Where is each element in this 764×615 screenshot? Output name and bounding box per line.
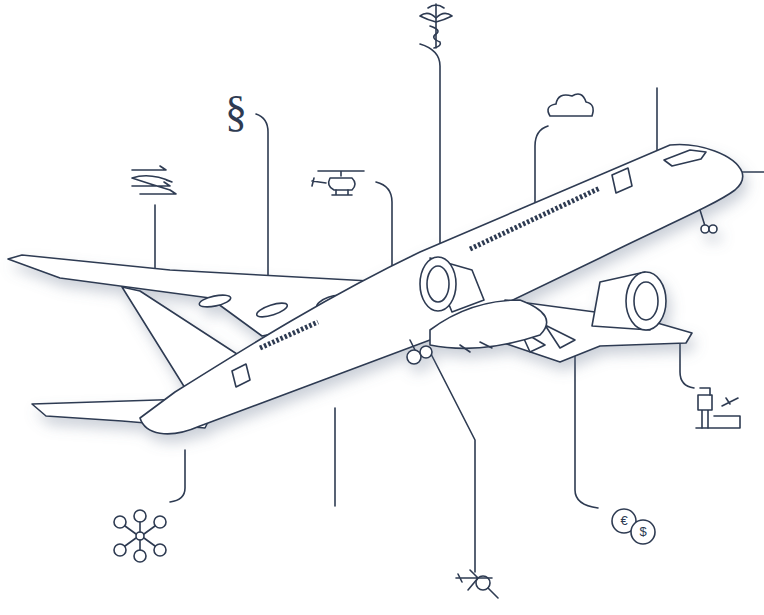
- line-art: [420, 44, 440, 248]
- line-art: [548, 94, 593, 116]
- line-art: [656, 88, 658, 152]
- line-art: [545, 325, 575, 348]
- line-art: [430, 26, 440, 48]
- line-art: [198, 293, 231, 309]
- line-art: [134, 550, 146, 562]
- currency-symbol: $: [631, 523, 655, 541]
- line-art: [312, 178, 352, 195]
- cloud-icon: [548, 94, 593, 116]
- line-art: [430, 300, 547, 348]
- line-art: [134, 510, 146, 522]
- line-art: [334, 408, 336, 506]
- line-art: [407, 350, 421, 364]
- line-art: [430, 352, 475, 572]
- line-art: [255, 300, 289, 319]
- line-art: [456, 570, 492, 590]
- line-art: [140, 145, 743, 434]
- line-art: [125, 522, 155, 550]
- line-art: [154, 205, 156, 272]
- drone-icon: [114, 510, 166, 562]
- line-art: [612, 168, 632, 193]
- section-symbol: §: [216, 88, 256, 136]
- line-art: [376, 182, 392, 272]
- caduceus-icon: [420, 4, 452, 48]
- line-art: [626, 272, 666, 330]
- line-art: [696, 416, 740, 428]
- line-art: [535, 126, 548, 202]
- wind-icon: [132, 166, 176, 194]
- line-art: [232, 364, 250, 387]
- line-art: [460, 342, 492, 352]
- line-art: [709, 225, 717, 233]
- line-art: [114, 544, 126, 556]
- line-art: [700, 388, 710, 395]
- line-art: [722, 398, 738, 406]
- line-art: [427, 266, 449, 302]
- airplane-drawing: [8, 145, 743, 434]
- line-art: [575, 346, 598, 508]
- line-art: [420, 257, 456, 311]
- line-art: [700, 210, 705, 226]
- aircraft-inspection-icon: [456, 570, 498, 598]
- line-art: [256, 114, 268, 276]
- line-art: [114, 516, 126, 528]
- currency-symbol: €: [612, 512, 636, 530]
- line-art: [154, 516, 166, 528]
- line-art: [329, 178, 355, 190]
- line-art: [742, 171, 764, 173]
- currency-coins-icon: [612, 509, 655, 544]
- line-art: [8, 4, 764, 598]
- line-art: [136, 532, 144, 540]
- line-art: [420, 13, 452, 22]
- line-art: [420, 346, 432, 358]
- line-art: [154, 544, 166, 556]
- line-art: [488, 588, 498, 598]
- line-art: [260, 322, 318, 348]
- line-art: [470, 188, 600, 249]
- line-art: [132, 166, 176, 194]
- line-art: [631, 520, 655, 544]
- line-art: [701, 225, 709, 233]
- line-art: [634, 282, 658, 320]
- helicopter-icon: [312, 171, 364, 195]
- line-art: [428, 4, 444, 48]
- cabin-windows: [260, 188, 600, 348]
- line-art: [698, 395, 712, 428]
- airport-tower-icon: [696, 388, 740, 428]
- line-art: [664, 150, 706, 166]
- line-art: [170, 450, 185, 502]
- line-art: [318, 171, 364, 176]
